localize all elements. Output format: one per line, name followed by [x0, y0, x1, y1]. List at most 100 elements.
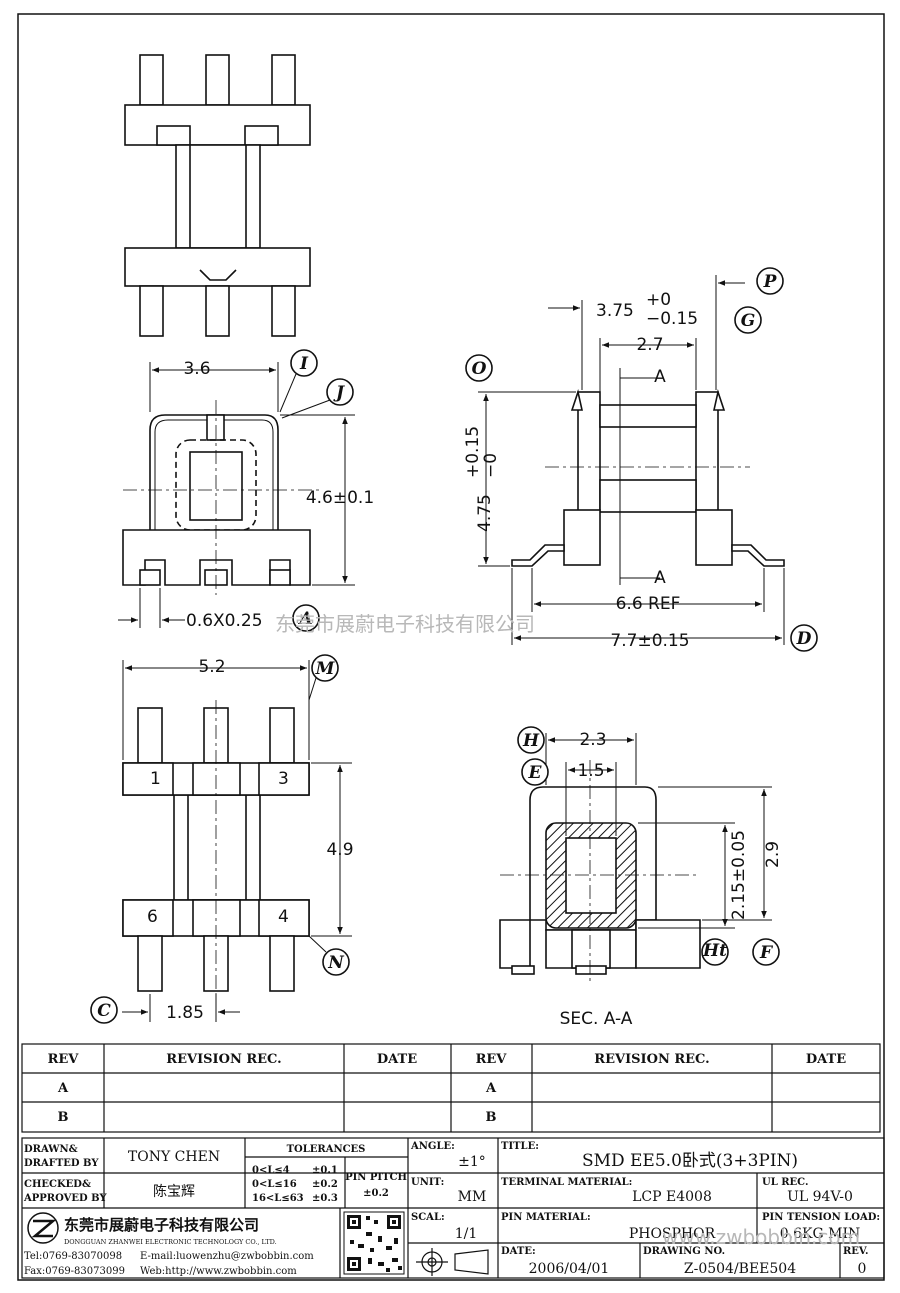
tol-value-3: ±0.3	[312, 1193, 338, 1204]
rev-header-4: REV	[476, 1052, 508, 1067]
svg-text:P: P	[763, 272, 778, 292]
rev-header-6: DATE	[806, 1052, 846, 1067]
dim-3-75-tol-plus: +0	[646, 290, 671, 310]
dim-7-7-label: 7.7±0.15	[610, 631, 689, 651]
callout-i: I	[279, 349, 318, 413]
callout-m: M	[308, 654, 339, 701]
ul-value: UL 94V-0	[787, 1189, 853, 1205]
rev-value: 0	[858, 1261, 867, 1277]
pin-6-label: 6	[147, 907, 158, 927]
tol-line-3: 16<L≤63	[252, 1193, 304, 1204]
top-view	[124, 54, 311, 337]
checked-value: 陈宝辉	[153, 1183, 195, 1200]
tension-value: 0.6KG MIN	[780, 1226, 860, 1242]
dim-4-75	[478, 391, 576, 567]
tension-label: PIN TENSION LOAD:	[762, 1212, 880, 1223]
dim-3-6	[149, 362, 279, 412]
angle-label: ANGLE:	[410, 1141, 455, 1152]
dim-5-2-label: 5.2	[198, 657, 225, 677]
dim-3-6-label: 3.6	[183, 359, 210, 379]
svg-text:O: O	[472, 359, 487, 379]
section-view	[499, 786, 701, 975]
dim-5-2	[122, 660, 310, 760]
callout-a: A	[292, 604, 320, 632]
rev-row-b-right: B	[486, 1110, 497, 1125]
svg-text:M: M	[315, 659, 336, 679]
tol-value-2: ±0.2	[312, 1179, 338, 1190]
side-view	[511, 389, 785, 567]
drawing-value: Z-0504/BEE504	[684, 1261, 796, 1277]
dim-2-9	[658, 786, 772, 921]
svg-text:E: E	[528, 763, 543, 783]
date-value: 2006/04/01	[529, 1261, 610, 1277]
dim-2-3-label: 2.3	[579, 730, 606, 750]
angle-value: ±1°	[458, 1154, 486, 1170]
dim-4-75-tol-plus: +0.15	[463, 426, 483, 478]
dim-2-7	[599, 338, 697, 403]
callout-p: P	[756, 267, 784, 295]
section-mark-bottom: A	[654, 568, 666, 588]
unit-label: UNIT:	[411, 1177, 444, 1188]
date-label: DATE:	[501, 1246, 536, 1257]
company-web: Web:http://www.zwbobbin.com	[140, 1266, 297, 1277]
rev-header-1: REV	[48, 1052, 80, 1067]
dim-1-5	[565, 762, 617, 836]
callout-o: O	[465, 354, 493, 382]
rev-row-b-left: B	[58, 1110, 69, 1125]
company-fax: Fax:0769-83073099	[24, 1266, 125, 1277]
pin-material-label: PIN MATERIAL:	[501, 1212, 591, 1223]
title-label: TITLE:	[501, 1141, 539, 1152]
svg-text:J: J	[333, 383, 345, 403]
pin-1-label: 1	[150, 769, 161, 789]
scale-label: SCAL:	[411, 1212, 445, 1223]
dim-3-75-tol-minus: −0.15	[646, 309, 698, 329]
rev-header-2: REVISION REC.	[166, 1052, 281, 1067]
front-view	[122, 414, 311, 586]
dim-2-9-label: 2.9	[763, 841, 783, 868]
callout-h: H	[517, 726, 545, 754]
dim-2-7-label: 2.7	[636, 335, 663, 355]
company-tel: Tel:0769-83070098	[24, 1251, 122, 1262]
tol-value-1: ±0.1	[312, 1165, 338, 1176]
dim-pad-label: 0.6X0.25	[186, 611, 263, 631]
drawn-label-2: DRAFTED BY	[24, 1158, 99, 1169]
callout-ht: Ht	[701, 938, 729, 966]
checked-label-2: APPROVED BY	[23, 1193, 107, 1204]
company-watermark: 东莞市展蔚电子科技有限公司	[275, 612, 535, 636]
revision-table	[21, 1043, 881, 1133]
dim-4-9	[311, 762, 352, 937]
title-value: SMD EE5.0卧式(3+3PIN)	[582, 1151, 798, 1171]
dim-3-75	[548, 275, 745, 390]
dim-4-75-label: 4.75	[475, 494, 495, 532]
svg-text:A: A	[297, 609, 312, 629]
dim-2-15-label: 2.15±0.05	[729, 830, 749, 920]
dim-4-6-label: 4.6±0.1	[306, 488, 374, 508]
sheet-frame	[17, 13, 885, 1281]
svg-text:I: I	[299, 354, 309, 374]
dim-4-75-tol-minus: −0	[481, 453, 501, 478]
section-mark-top: A	[654, 367, 666, 387]
dim-6-6-label: 6.6 REF	[616, 594, 681, 614]
projection-symbol-icon	[416, 1248, 489, 1276]
svg-text:C: C	[97, 1001, 111, 1021]
title-block-grid	[21, 1137, 885, 1279]
tolerances-label: TOLERANCES	[287, 1144, 366, 1155]
pin-4-label: 4	[278, 907, 289, 927]
company-email: E-mail:luowenzhu@zwbobbin.com	[140, 1251, 314, 1262]
callout-g: G	[734, 306, 762, 334]
pin-pitch-label: PIN PITCH	[345, 1172, 407, 1183]
dim-1-5-label: 1.5	[577, 761, 604, 781]
dim-6-6	[531, 568, 765, 612]
pin-material-value: PHOSPHOR	[629, 1226, 716, 1242]
checked-label-1: CHECKED&	[24, 1179, 91, 1190]
dim-1-85	[122, 994, 240, 1022]
svg-text:D: D	[796, 629, 812, 649]
pin-pitch-value: ±0.2	[363, 1188, 389, 1199]
company-cn: 东莞市展蔚电子科技有限公司	[64, 1216, 259, 1234]
terminal-value: LCP E4008	[632, 1189, 712, 1205]
callout-c: C	[90, 996, 118, 1024]
dim-7-7	[511, 568, 785, 645]
bottom-view	[122, 707, 310, 992]
scale-value: 1/1	[455, 1226, 478, 1242]
